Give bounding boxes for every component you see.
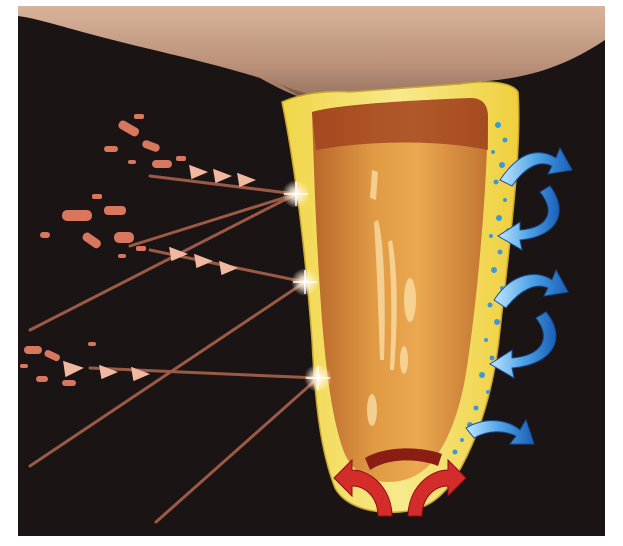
frame-right [605, 0, 623, 546]
frame-bottom [0, 536, 623, 546]
frame-left [0, 0, 18, 546]
